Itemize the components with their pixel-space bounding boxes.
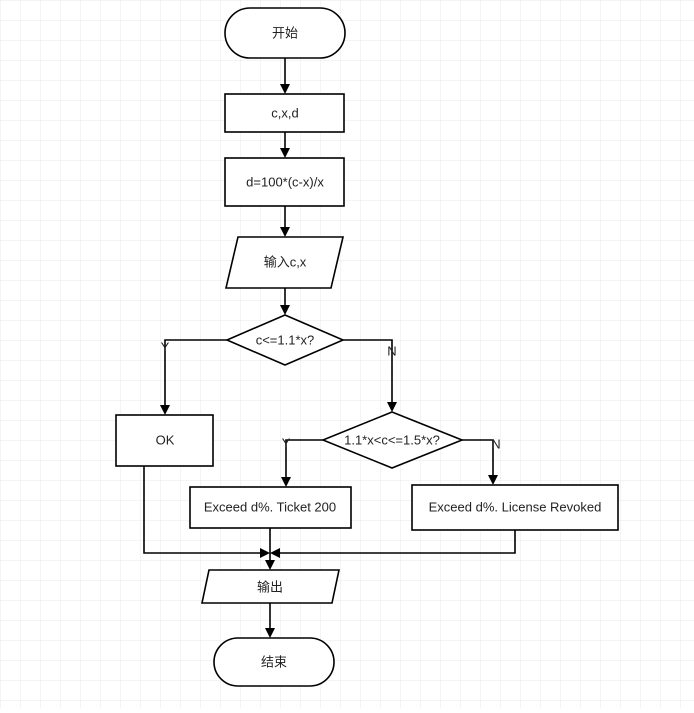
arrow-decision1-no-to-decision2 [387, 402, 397, 412]
ticket-box [189, 486, 352, 529]
ok-box [115, 414, 214, 467]
arrow-input-cx-to-decision1 [280, 305, 290, 315]
edge-labels: Y N Y N [161, 340, 501, 452]
edge-decision2-no-to-revoked [462, 439, 494, 477]
arrow-output-to-end [265, 628, 275, 638]
arrow-merge-to-output [265, 560, 275, 570]
arrow-revoked-to-merge [270, 548, 280, 558]
input-vars-label: c,x,d [271, 106, 298, 121]
arrow-decision2-no-to-revoked [488, 475, 498, 485]
decision1-no-label: N [387, 344, 396, 359]
revoked-label: Exceed d%. License Revoked [429, 500, 602, 515]
compute-box [224, 157, 345, 207]
edge-ok-to-merge [143, 466, 262, 554]
arrow-ok-to-merge [260, 548, 270, 558]
decision2-diamond [320, 411, 465, 469]
ok-label: OK [156, 433, 175, 448]
edge-decision1-yes-to-ok [164, 339, 227, 407]
nodes: 开始 c,x,d d=100*(c-x)/x 输入c,x c<=1.1*x? O… [115, 7, 619, 687]
revoked-box [411, 484, 619, 531]
input-vars-box [224, 93, 345, 133]
start-label: 开始 [272, 26, 298, 41]
arrow-start-to-input-vars [280, 84, 290, 94]
decision1-diamond [224, 314, 346, 366]
decision1-yes-label: Y [161, 340, 170, 355]
decision2-no-label: N [491, 437, 500, 452]
edge-decision2-yes-to-ticket [285, 439, 323, 479]
arrow-compute-to-input-cx [280, 227, 290, 237]
output-parallelogram [201, 569, 340, 604]
input-cx-label: 输入c,x [264, 255, 307, 270]
end-label: 结束 [261, 655, 287, 670]
ticket-label: Exceed d%. Ticket 200 [204, 500, 336, 515]
edges [143, 58, 516, 638]
arrow-decision2-yes-to-ticket [281, 477, 291, 487]
edge-decision1-no-to-decision2 [343, 339, 393, 404]
arrow-input-vars-to-compute [280, 148, 290, 158]
input-cx-parallelogram [224, 236, 345, 289]
decision2-label: 1.1*x<c<=1.5*x? [344, 433, 440, 448]
decision1-label: c<=1.1*x? [256, 333, 315, 348]
output-label: 输出 [257, 580, 283, 595]
decision2-yes-label: Y [282, 436, 291, 451]
arrow-decision1-yes-to-ok [160, 405, 170, 415]
edge-revoked-to-merge [278, 530, 516, 554]
start-terminal [224, 7, 346, 59]
compute-label: d=100*(c-x)/x [246, 175, 324, 190]
end-terminal [213, 637, 335, 687]
